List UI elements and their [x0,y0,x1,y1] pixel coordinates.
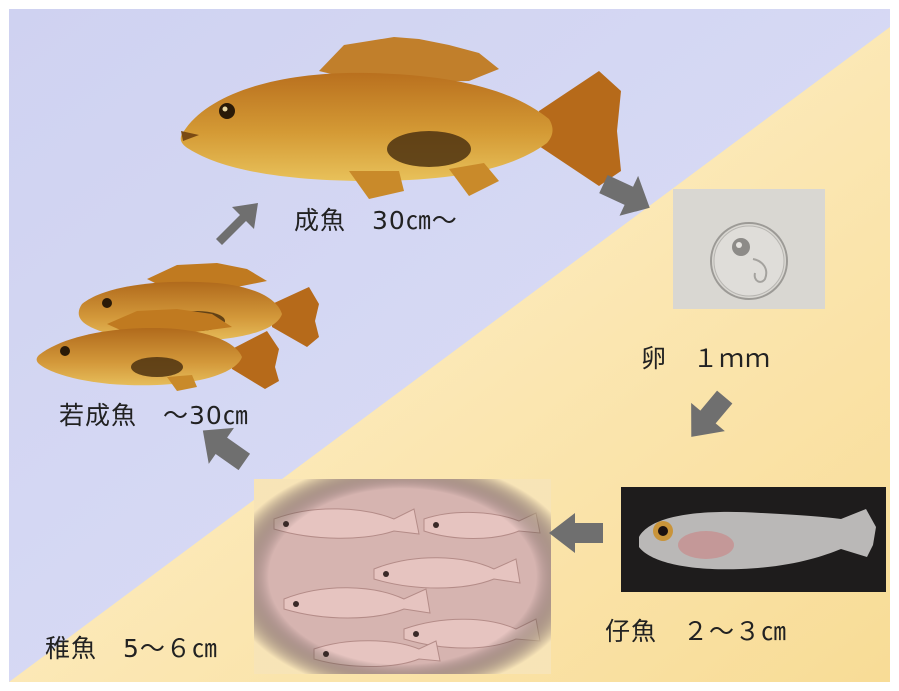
arrow-young-to-adult [212,197,264,249]
egg-label: 卵 １ｍｍ [641,339,771,375]
arrow-egg-to-larva [682,389,734,445]
juvenile-image [254,479,551,674]
young-adult-label: 若成魚 ～30㎝ [59,396,249,432]
larva-label: 仔魚 ２～３㎝ [605,612,787,648]
larva-image [621,487,886,592]
lifecycle-diagram: 成魚 30㎝～ 卵 １ｍｍ 仔魚 ２～３㎝ 稚魚 5～６㎝ 若成魚 ～30㎝ [9,9,890,682]
adult-fish-image [169,31,624,201]
arrow-larva-to-juvenile [547,511,605,555]
egg-image [673,189,825,309]
adult-label: 成魚 30㎝～ [294,201,458,237]
arrow-adult-to-egg [599,169,655,221]
young-fish-image [27,259,322,394]
juvenile-label: 稚魚 5～６㎝ [45,629,218,665]
